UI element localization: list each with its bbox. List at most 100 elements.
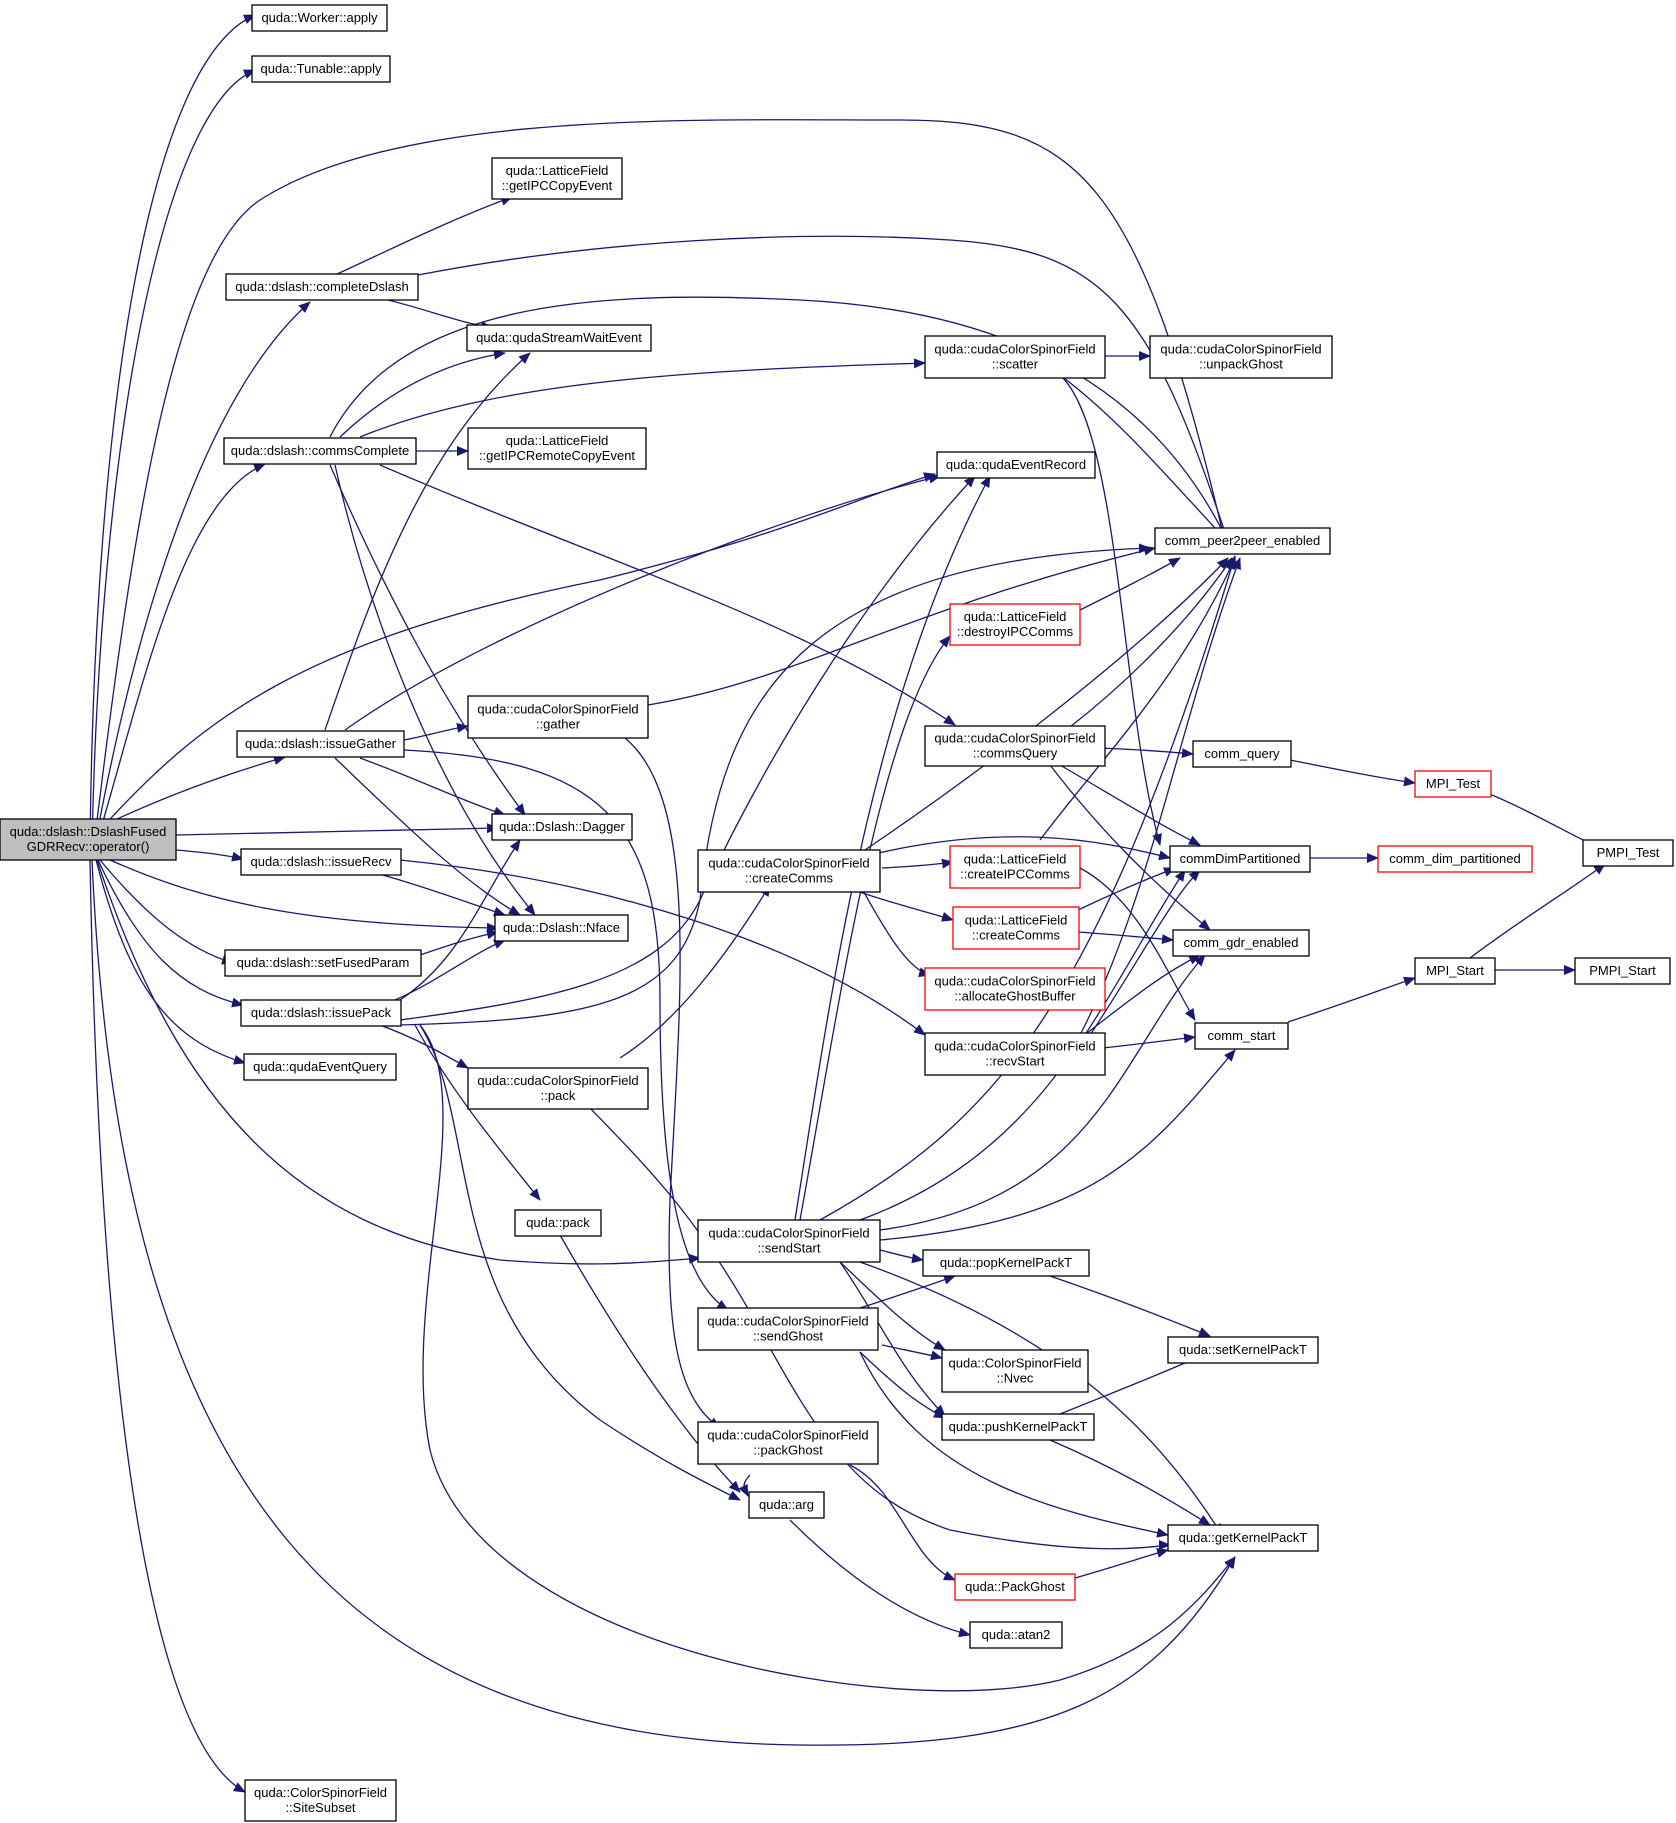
edge-cc-comms-query [379,464,956,726]
edge-lcreate-comm-dim [1077,867,1176,911]
node-box [1167,1524,1319,1552]
node-nvec[interactable]: quda::ColorSpinorField::Nvec [941,1349,1089,1393]
node-commsQuery[interactable]: quda::cudaColorSpinorField::commsQuery [924,725,1106,767]
node-box [0,818,177,861]
node-comm_dim_partitioned[interactable]: comm_dim_partitioned [1377,845,1533,873]
edge-ipc-comm-start [1079,867,1196,1021]
node-qarg[interactable]: quda::arg [748,1491,825,1519]
edge-ip-qarg [419,1024,741,1501]
node-commQuery[interactable]: comm_query [1192,740,1292,768]
node-worker_apply[interactable]: quda::Worker::apply [251,4,388,32]
node-completeDslash[interactable]: quda::dslash::completeDslash [225,273,419,301]
node-label: ::pack [541,1088,576,1103]
node-label: quda::qudaEventQuery [253,1059,387,1074]
node-issueRecv[interactable]: quda::dslash::issueRecv [240,848,402,876]
edge-root-set-fused [99,859,234,965]
edge-ss-comm-peer [819,555,1237,1221]
node-pmpiTest[interactable]: PMPI_Test [1582,839,1674,867]
node-box [1154,527,1331,555]
edge-complete-ipc-copy [334,196,513,276]
node-sendStart[interactable]: quda::cudaColorSpinorField::sendStart [697,1219,881,1263]
node-commPeer[interactable]: comm_peer2peer_enabled [1154,527,1331,555]
node-mpiStart[interactable]: MPI_Start [1414,957,1496,985]
node-pushKernel[interactable]: quda::pushKernelPackT [941,1413,1095,1441]
edge-ig-event-record [344,473,941,731]
edge-cpack-create-comms [619,884,771,1059]
node-dagger[interactable]: quda::Dslash::Dagger [491,813,633,841]
node-label: quda::Worker::apply [261,10,378,25]
edge-complete-stream-wait [379,297,493,331]
node-label: quda::LatticeField [965,913,1068,928]
edge-qpack-qarg [559,1234,741,1493]
edge-cq-comm-query [1099,747,1194,759]
edge-mpistart-pmpi-test [1469,863,1606,959]
node-layer: quda::dslash::DslashFusedGDRRecv::operat… [0,4,1674,1822]
node-cpack[interactable]: quda::cudaColorSpinorField::pack [467,1067,649,1110]
node-gather[interactable]: quda::cudaColorSpinorField::gather [467,695,649,739]
node-label: ::sendGhost [753,1329,823,1344]
node-box [251,4,388,32]
node-atan2[interactable]: quda::atan2 [969,1621,1063,1649]
node-issuePack[interactable]: quda::dslash::issuePack [240,999,402,1027]
node-box [224,949,422,977]
node-box [1149,335,1333,379]
node-PackGhost[interactable]: quda::PackGhost [954,1573,1076,1601]
edge-pg-packghost-red [849,1464,956,1581]
edge-ir-nface [364,869,506,917]
node-qudaStreamWaitEvent[interactable]: quda::qudaStreamWaitEvent [466,324,652,352]
node-recvStart[interactable]: quda::cudaColorSpinorField::recvStart [924,1032,1106,1076]
node-box [491,813,633,841]
node-setFusedParam[interactable]: quda::dslash::setFusedParam [224,949,422,977]
node-siteSubset[interactable]: quda::ColorSpinorField::SiteSubset [244,1779,397,1822]
node-getIPCRemoteCopyEvent[interactable]: quda::LatticeField::getIPCRemoteCopyEven… [467,427,647,470]
node-createIPCComms[interactable]: quda::LatticeField::createIPCComms [949,845,1081,889]
node-scatter[interactable]: quda::cudaColorSpinorField::scatter [924,335,1106,379]
node-packGhost[interactable]: quda::cudaColorSpinorField::packGhost [697,1421,879,1465]
node-root[interactable]: quda::dslash::DslashFusedGDRRecv::operat… [0,818,177,861]
node-box [1574,957,1671,985]
node-label: quda::qudaStreamWaitEvent [476,330,642,345]
node-popKernel[interactable]: quda::popKernelPackT [922,1249,1090,1277]
edge-ip-dagger [399,839,521,1001]
node-label: ::recvStart [985,1054,1045,1069]
node-box [514,1209,602,1237]
node-sendGhost[interactable]: quda::cudaColorSpinorField::sendGhost [697,1307,879,1351]
node-label: quda::LatticeField [964,852,1067,867]
node-box [1192,740,1292,768]
node-pmpiStart[interactable]: PMPI_Start [1574,957,1671,985]
node-commGdr[interactable]: comm_gdr_enabled [1172,929,1310,957]
edge-root-comms-complete [95,463,266,846]
edge-recv-comm-dim [1089,869,1201,1036]
node-lcreateComms[interactable]: quda::LatticeField::createComms [952,906,1080,950]
node-createComms[interactable]: quda::cudaColorSpinorField::createComms [697,849,881,893]
edge-recv-comm-peer [1079,557,1241,1036]
node-label: quda::pack [526,1215,590,1230]
node-unpackGhost[interactable]: quda::cudaColorSpinorField::unpackGhost [1149,335,1333,379]
edge-root-send-start [96,859,701,1265]
node-commDimPartitioned[interactable]: commDimPartitioned [1169,845,1311,873]
node-label: ::getIPCRemoteCopyEvent [479,448,635,463]
node-commStart[interactable]: comm_start [1194,1022,1289,1050]
node-qudaEventQuery[interactable]: quda::qudaEventQuery [243,1053,397,1081]
node-getKernel[interactable]: quda::getKernelPackT [1167,1524,1319,1552]
node-commsComplete[interactable]: quda::dslash::commsComplete [223,437,417,465]
node-box [952,906,1080,950]
node-getIPCCopyEvent[interactable]: quda::LatticeField::getIPCCopyEvent [491,157,623,200]
node-qpack[interactable]: quda::pack [514,1209,602,1237]
node-tunable_apply[interactable]: quda::Tunable::apply [251,55,391,83]
node-setKernel[interactable]: quda::setKernelPackT [1167,1336,1319,1364]
node-issueGather[interactable]: quda::dslash::issueGather [236,730,405,758]
edge-root-complete-dslash [94,301,311,846]
edge-root-get-kernel [91,859,1236,1746]
node-label: ::createComms [745,871,834,886]
node-mpiTest[interactable]: MPI_Test [1414,770,1492,798]
edge-root-issue-recv [175,849,244,862]
node-nface[interactable]: quda::Dslash::Nface [494,914,629,942]
edge-cpack-pack-ghost [589,1107,1171,1551]
node-qudaEventRecord[interactable]: quda::qudaEventRecord [936,451,1096,479]
edge-create-comm-peer [849,557,1229,861]
edge-sf-nface [419,929,499,956]
node-destroyIPCComms[interactable]: quda::LatticeField::destroyIPCComms [949,603,1081,646]
node-allocGhost[interactable]: quda::cudaColorSpinorField::allocateGhos… [924,967,1106,1011]
